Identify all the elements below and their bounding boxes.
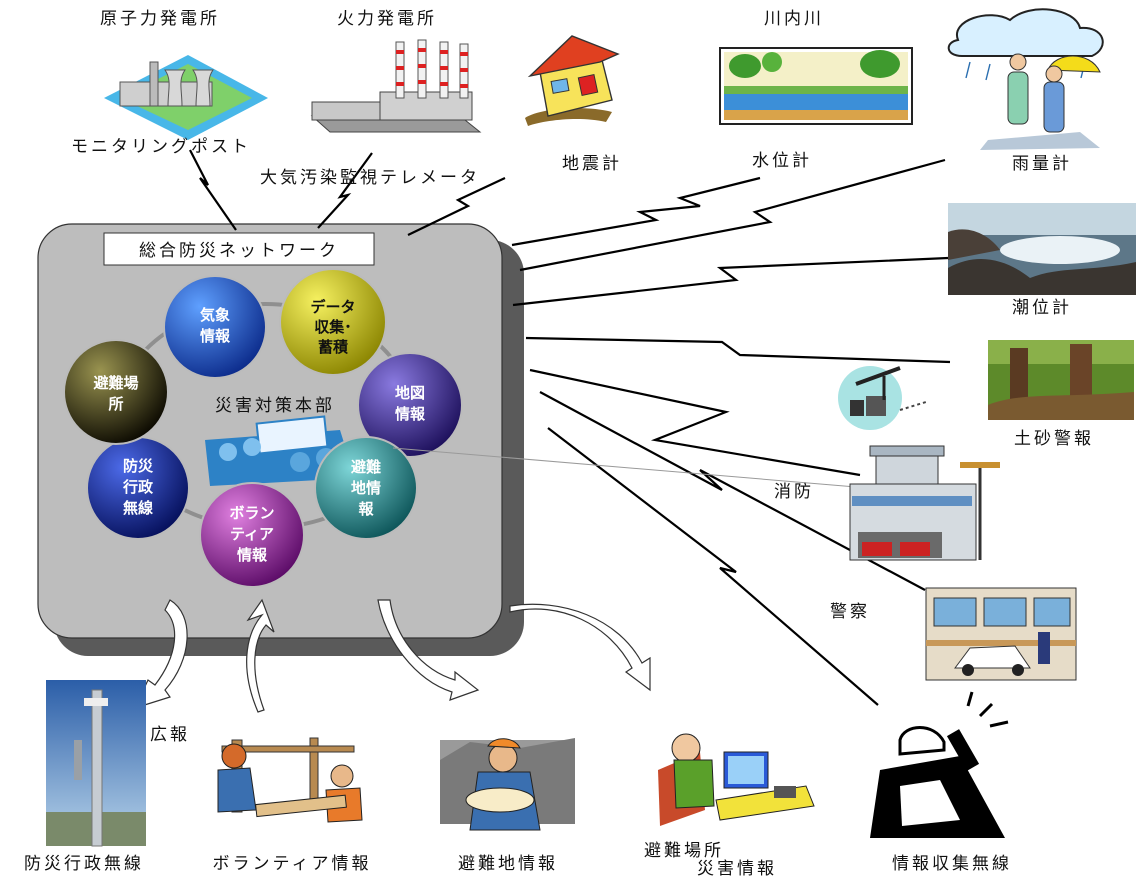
- svg-text:ボランティア情報: ボランティア情報: [229, 504, 274, 564]
- center-label: 災害対策本部: [215, 396, 335, 416]
- link-bolts: [189, 149, 951, 706]
- label-water-gauge: 水位計: [752, 151, 812, 171]
- node-vol-line1: ボラン: [229, 504, 274, 522]
- node-map-line1: 地図: [395, 384, 425, 402]
- rain-people-image: [947, 8, 1104, 150]
- node-weather-info: 気象情報: [163, 275, 267, 379]
- node-weather-line1: 気象: [200, 306, 230, 324]
- label-air-telemeter: 大気汚染監視テレメータ: [260, 168, 480, 188]
- bolt-tide-gauge: [512, 256, 949, 307]
- fire-station-image: [849, 445, 1000, 561]
- node-map-info: 地図情報: [357, 352, 463, 458]
- label-landslide: 土砂警報: [1014, 429, 1094, 449]
- earthquake-house-image: [525, 35, 620, 126]
- network-title: 総合防災ネットワーク: [139, 241, 339, 261]
- node-data-line2: 収集･: [314, 318, 352, 336]
- label-collection-radio: 情報収集無線: [892, 854, 1012, 874]
- label-volunteer: ボランティア情報: [213, 854, 372, 874]
- label-evac-site-info: 避難地情報: [458, 854, 558, 874]
- volunteer-workers-image: [217, 737, 363, 823]
- bolt-water-gauge: [511, 176, 761, 247]
- rescuer-image: [440, 738, 575, 831]
- node-weather-line2: 情報: [200, 327, 231, 345]
- svg-text:地図情報: 地図情報: [395, 384, 426, 423]
- label-fire-dept: 消防: [774, 482, 814, 502]
- node-data-line1: データ: [310, 298, 355, 316]
- label-disaster-info: 災害情報: [697, 859, 777, 878]
- node-vol-line2: ティア: [230, 525, 274, 543]
- label-seismometer: 地震計: [562, 154, 622, 174]
- operator-computer-image: [658, 733, 815, 826]
- bolt-air-telemeter: [317, 152, 373, 229]
- node-map-line2: 情報: [395, 405, 426, 423]
- node-place-line2: 所: [108, 395, 123, 413]
- svg-text:防災行政無線: 防災行政無線: [122, 457, 154, 517]
- label-rain-gauge: 雨量計: [1012, 154, 1072, 174]
- bolt-police: [539, 391, 926, 591]
- label-evac-place: 避難場所: [644, 841, 724, 861]
- node-volunteer-info: ボランティア情報: [199, 482, 305, 588]
- bolt-monitoring-post: [189, 149, 237, 231]
- svg-text:データ収集･蓄積: データ収集･ 蓄積: [310, 298, 355, 356]
- node-data-collection: データ収集･ 蓄積: [279, 268, 387, 376]
- node-evac-line3: 報: [358, 500, 374, 518]
- arrow-volunteer: [246, 598, 275, 713]
- radio-operator-image: [870, 691, 1009, 838]
- bolt-seismometer: [407, 177, 506, 236]
- label-admin-radio: 防災行政無線: [24, 854, 144, 874]
- weather-station-icon: [838, 366, 927, 430]
- police-station-image: [925, 587, 1077, 681]
- radio-tower-photo: [46, 680, 146, 847]
- label-publicity: 広報: [150, 725, 190, 745]
- node-place-line1: 避難場: [93, 374, 138, 392]
- node-evac-line2: 地情: [351, 479, 381, 497]
- node-admin-radio: 防災行政無線: [86, 436, 190, 540]
- label-monitoring-post: モニタリングポスト: [71, 137, 251, 157]
- river-image: [719, 47, 913, 125]
- arrow-disaster-info: [509, 603, 651, 692]
- bolt-fire-dept: [529, 368, 861, 477]
- node-radio-line2: 行政: [122, 478, 154, 496]
- bolt-rain-gauge: [519, 158, 946, 272]
- arrow-evac-site: [377, 599, 480, 701]
- label-thermal-plant: 火力発電所: [337, 9, 437, 29]
- svg-text:避難場所: 避難場所: [93, 374, 138, 413]
- svg-text:気象情報: 気象情報: [200, 306, 231, 345]
- label-police: 警察: [830, 602, 870, 622]
- node-evac-line1: 避難: [351, 458, 381, 476]
- node-evac-site-info: 避難地情報: [314, 436, 418, 540]
- node-radio-line1: 防災: [123, 457, 154, 475]
- fire-dept-line: [392, 447, 857, 488]
- bolt-landslide: [525, 336, 951, 364]
- landslide-photo: [988, 340, 1134, 420]
- label-nuclear-plant: 原子力発電所: [100, 9, 220, 29]
- node-radio-line3: 無線: [123, 499, 153, 517]
- label-tide-gauge: 潮位計: [1012, 298, 1072, 318]
- tide-photo: [948, 203, 1136, 295]
- network-title-box: 総合防災ネットワーク: [103, 232, 375, 266]
- thermal-plant-image: [310, 39, 482, 133]
- node-evac-place: 避難場所: [63, 339, 169, 445]
- svg-text:避難地情報: 避難地情報: [351, 458, 381, 518]
- node-vol-line3: 情報: [237, 546, 268, 564]
- node-data-line3: 蓄積: [318, 338, 349, 356]
- label-river: 川内川: [764, 9, 824, 29]
- bolt-collection-radio: [547, 427, 879, 706]
- nuclear-plant-image: [104, 55, 268, 140]
